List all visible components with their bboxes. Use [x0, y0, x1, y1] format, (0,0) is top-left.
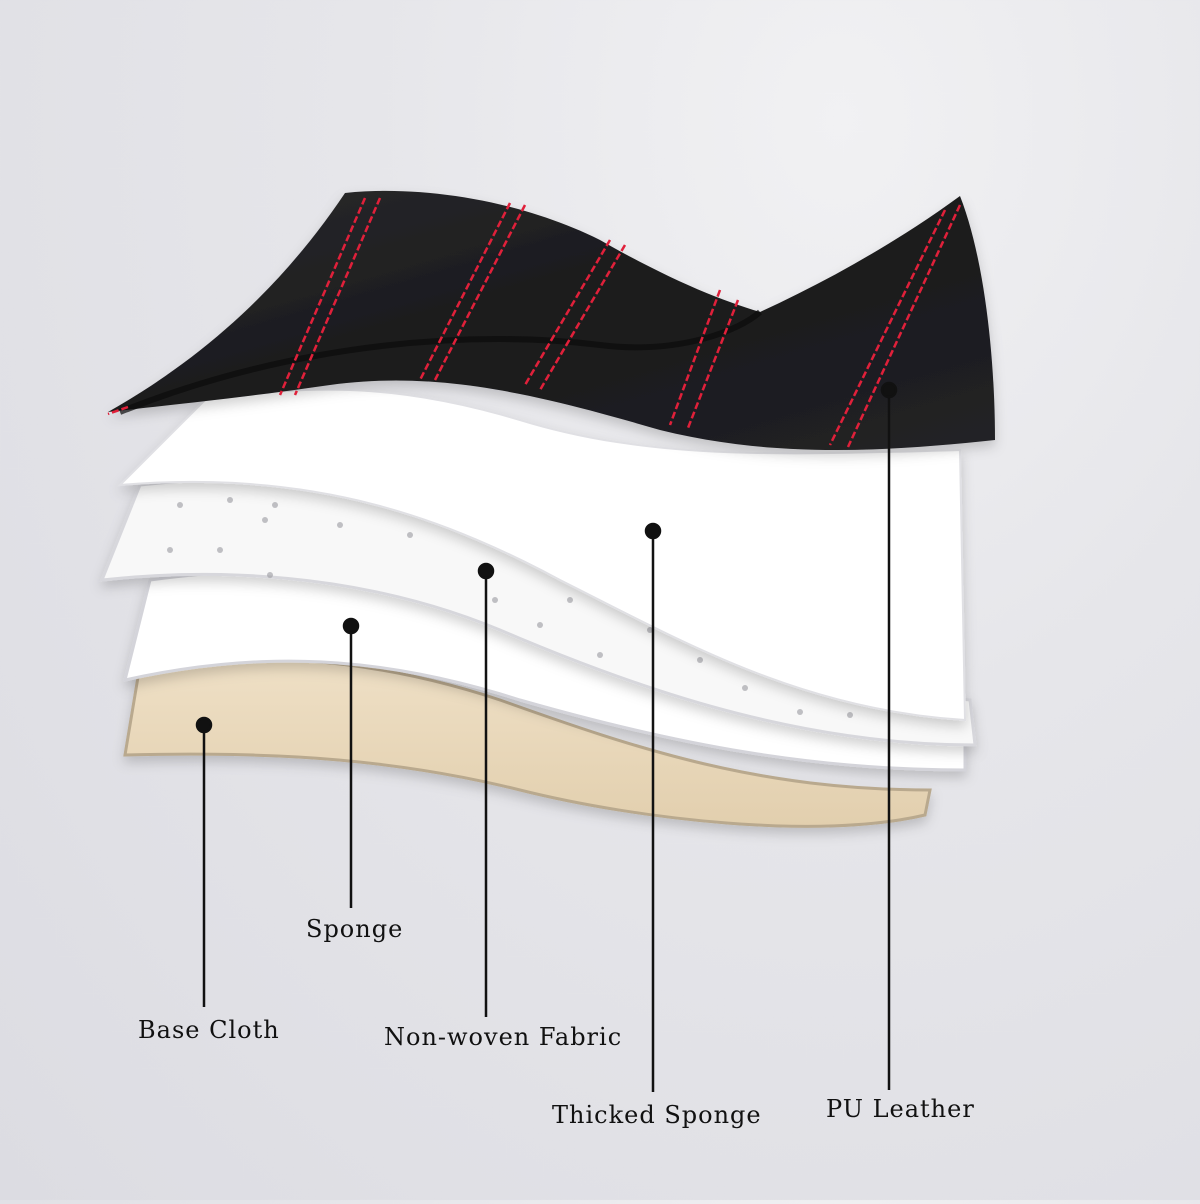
label-base-cloth: Base Cloth [138, 1016, 280, 1044]
leader-pu-leather [880, 381, 898, 1090]
leader-sponge [342, 617, 360, 908]
label-sponge: Sponge [306, 915, 404, 943]
base-cloth-layer [123, 656, 932, 828]
label-pu-leather: PU Leather [826, 1095, 975, 1123]
leader-base-cloth [195, 716, 213, 1007]
leader-thicked-sponge [644, 522, 662, 1092]
label-non-woven-fabric: Non-woven Fabric [384, 1023, 623, 1051]
label-thicked-sponge: Thicked Sponge [552, 1101, 762, 1129]
thicked-sponge-layer [117, 388, 967, 722]
leader-lines [195, 381, 898, 1092]
pu-leather-layer [107, 190, 995, 450]
leader-non-woven-fabric [477, 562, 495, 1017]
